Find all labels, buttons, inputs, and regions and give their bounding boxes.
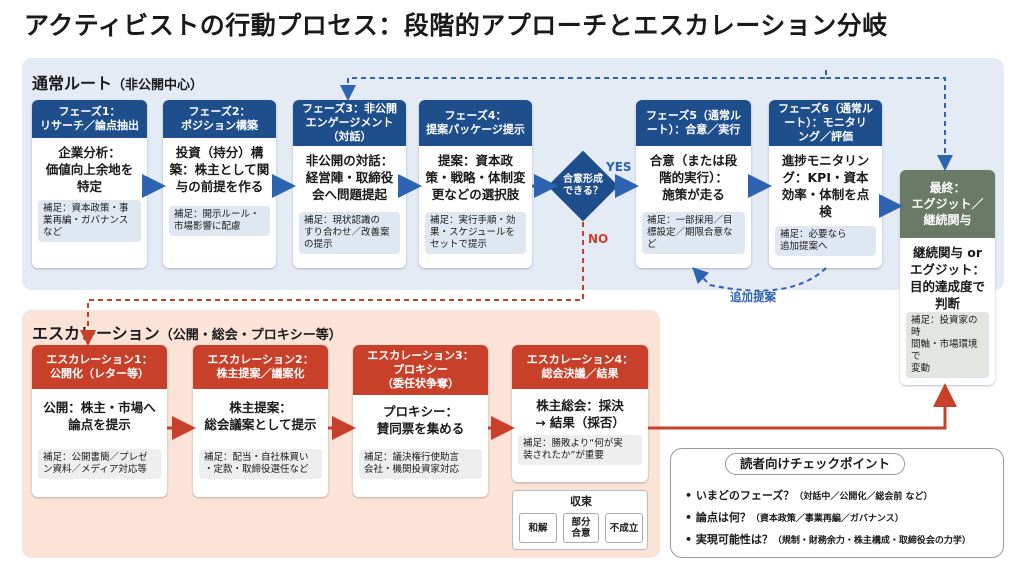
normal-route-label: 通常ルート（非公開中心）	[32, 70, 203, 94]
escalation-1-header: エスカレーション1： 公開化（レター等）	[32, 345, 167, 389]
escalation-4-header: エスカレーション4： 総会決議／結果	[512, 345, 648, 389]
phase-6-body: 進捗モニタリン グ：KPI・資本 効率・体制を点 検	[781, 153, 870, 219]
escalation-4-card: エスカレーション4： 総会決議／結果 株主総会：採決 → 結果（採否） 補足：勝…	[512, 345, 648, 482]
checkpoint-main: • 論点は何？	[685, 511, 751, 524]
checkpoint-main: • いまどのフェーズ？	[685, 489, 795, 502]
final-body: 継続関与 or エグジット： 目的達成度で 判断	[909, 245, 985, 311]
normal-route-title: 通常ルート	[32, 74, 113, 93]
phase-4-note: 補足：実行手順・効 果・スケジュールを セットで提示	[425, 212, 526, 254]
phase-6-note: 補足：必要なら 追加提案へ	[775, 226, 876, 256]
final-note: 補足：投資家の時 間軸・市場環境で 変動	[906, 312, 989, 378]
arrow-loop-final	[826, 77, 953, 171]
phase-4-card: フェーズ4： 提案パッケージ提示 提案：資本政 策・戦略・体制変 更などの選択肢…	[419, 100, 532, 268]
phase-4-body: 提案：資本政 策・戦略・体制変 更などの選択肢	[425, 153, 526, 202]
escalation-1-note: 補足：公開書簡／プレゼ ン資料／メディア対応等	[38, 449, 161, 479]
arrow-loop-back	[340, 70, 827, 101]
escalation-3-card: エスカレーション3： プロキシー （委任状争奪） プロキシー： 賛同票を集める …	[353, 345, 488, 497]
settlement-box: 収束 和解 部分 合意 不成立	[512, 490, 648, 550]
checkpoint-sub: （対話中／公開化／総会前 など）	[794, 492, 933, 502]
phase-6-card: フェーズ6（通常ル ート）：モニタリ ング／評価 進捗モニタリン グ：KPI・資…	[769, 100, 882, 268]
arrow-additional-proposal	[692, 267, 827, 292]
escalation-3-header: エスカレーション3： プロキシー （委任状争奪）	[353, 345, 488, 395]
escalation-1-body: 公開：株主・市場へ 論点を提示	[43, 400, 156, 432]
checkpoint-item: • 論点は何？（資本政策／事業再編／ガバナンス）	[685, 509, 904, 525]
checkpoint-sub: （資本政策／事業再編／ガバナンス）	[750, 514, 904, 524]
arrow-no	[80, 222, 584, 346]
escalation-2-body: 株主提案： 総会議案として提示	[204, 400, 317, 432]
phase-1-card: フェーズ1： リサーチ／論点抽出 企業分析： 価値向上余地を 特定 補足：資本政…	[32, 100, 147, 268]
settlement-option-partial: 部分 合意	[563, 513, 599, 543]
phase-3-body: 非公開の対話： 経営陣・取締役 会へ問題提起	[305, 153, 394, 202]
escalation-3-note: 補足：議決権行使助言 会社・機関投資家対応	[359, 449, 482, 479]
checkpoints-title: 読者向けチェックポイント	[725, 453, 905, 475]
phase-4-header: フェーズ4： 提案パッケージ提示	[419, 100, 532, 146]
phase-6-header: フェーズ6（通常ル ート）：モニタリ ング／評価	[769, 100, 882, 146]
consensus-decision: 合意形成 できる？	[547, 150, 619, 222]
escalation-4-note: 補足：勝敗より“何が実 装されたか”が重要	[518, 435, 642, 465]
checkpoint-item: • いまどのフェーズ？（対話中／公開化／総会前 など）	[685, 487, 932, 503]
phase-5-note: 補足：一部採用／目 標設定／期限合意な ど	[642, 212, 745, 254]
settlement-title: 収束	[570, 495, 592, 508]
yes-label: YES	[606, 160, 632, 174]
arrow-e4-final	[648, 383, 957, 430]
phase-5-header: フェーズ5（通常ル ート）：合意／実行	[636, 100, 751, 146]
additional-proposal-label: 追加提案	[730, 290, 776, 304]
phase-2-header: フェーズ2： ポジション構築	[163, 100, 276, 138]
checkpoints-box: 読者向けチェックポイント • いまどのフェーズ？（対話中／公開化／総会前 など）…	[670, 448, 1004, 558]
phase-1-header: フェーズ1： リサーチ／論点抽出	[32, 100, 147, 138]
escalation-1-card: エスカレーション1： 公開化（レター等） 公開：株主・市場へ 論点を提示 補足：…	[32, 345, 167, 497]
phase-3-header: フェーズ3：非公開 エンゲージメント （対話）	[293, 100, 406, 146]
settlement-option-settle: 和解	[519, 513, 557, 543]
escalation-2-card: エスカレーション2： 株主提案／議案化 株主提案： 総会議案として提示 補足：配…	[193, 345, 328, 497]
phase-1-note: 補足：資本政策・事 業再編・ガバナンス など	[38, 200, 141, 242]
checkpoint-item: • 実現可能性は？（規制・財務余力・株主構成・取締役会の力学）	[685, 531, 971, 547]
escalation-subtitle: （公開・総会・プロキシー等）	[159, 328, 342, 343]
escalation-2-header: エスカレーション2： 株主提案／議案化	[193, 345, 328, 389]
phase-5-card: フェーズ5（通常ル ート）：合意／実行 合意（または段 階的実行）： 施策が走る…	[636, 100, 751, 268]
checkpoint-main: • 実現可能性は？	[685, 533, 773, 546]
settlement-option-failed: 不成立	[605, 513, 643, 543]
checkpoint-sub: （規制・財務余力・株主構成・取締役会の力学）	[772, 536, 971, 546]
phase-2-body: 投資（持分）構 築：株主として関 与の前提を作る	[169, 145, 270, 194]
phase-3-note: 補足：現状認識の すり合わせ／改善案 の提示	[299, 212, 400, 254]
normal-route-subtitle: （非公開中心）	[112, 78, 204, 93]
phase-1-body: 企業分析： 価値向上余地を 特定	[45, 145, 134, 194]
phase-2-note: 補足：開示ルール・ 市場影響に配慮	[169, 206, 270, 236]
escalation-2-note: 補足：配当・自社株買い ・定款・取締役選任など	[199, 449, 322, 479]
escalation-3-body: プロキシー： 賛同票を集める	[376, 404, 465, 436]
page-title: アクティビストの行動プロセス：段階的アプローチとエスカレーション分岐	[24, 11, 888, 40]
final-header: 最終： エグジット／ 継続関与	[900, 170, 995, 238]
phase-2-card: フェーズ2： ポジション構築 投資（持分）構 築：株主として関 与の前提を作る …	[163, 100, 276, 268]
final-card: 最終： エグジット／ 継続関与 継続関与 or エグジット： 目的達成度で 判断…	[900, 170, 995, 385]
no-label: NO	[588, 232, 609, 246]
phase-3-card: フェーズ3：非公開 エンゲージメント （対話） 非公開の対話： 経営陣・取締役 …	[293, 100, 406, 268]
decision-label: 合意形成 できる？	[563, 174, 603, 197]
escalation-4-body: 株主総会：採決 → 結果（採否）	[535, 398, 625, 430]
phase-5-body: 合意（または段 階的実行）： 施策が走る	[649, 153, 738, 202]
